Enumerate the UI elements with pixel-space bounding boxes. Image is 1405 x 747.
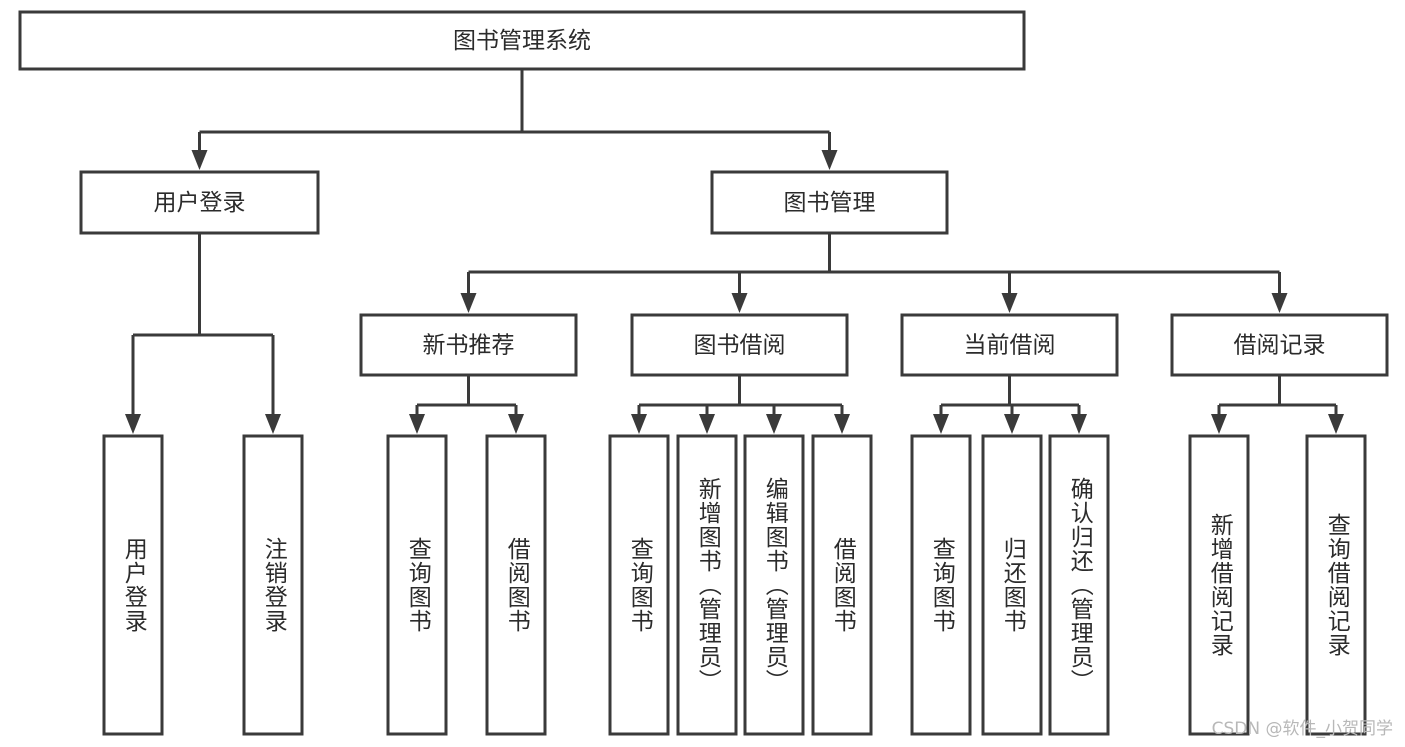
node-level2-0[interactable] — [79, 170, 320, 235]
edge-图书管理-3-arrowhead — [1271, 293, 1288, 313]
node-leaf-3[interactable] — [485, 434, 547, 736]
edge-图书借阅-2-arrowhead — [766, 414, 782, 434]
edge-用户登录-0-arrowhead — [125, 414, 141, 434]
edge-图书借阅-3-arrowhead — [834, 414, 850, 434]
edge-图书管理-1-arrowhead — [731, 293, 748, 313]
node-level3-2[interactable] — [900, 313, 1119, 377]
node-leaf-10[interactable] — [1048, 434, 1110, 736]
node-leaf-8[interactable] — [910, 434, 972, 736]
node-leaf-12[interactable] — [1305, 434, 1367, 736]
edge-图书借阅-1-arrowhead — [699, 414, 715, 434]
node-level3-1-label: 图书借阅 — [694, 333, 786, 359]
node-leaf-7[interactable] — [811, 434, 873, 736]
node-root[interactable] — [18, 10, 1026, 71]
node-root-label: 图书管理系统 — [453, 28, 591, 54]
node-level3-0[interactable] — [359, 313, 578, 377]
edge-图书管理-2-arrowhead — [1001, 293, 1018, 313]
edge-新书推荐-1-arrowhead — [508, 414, 524, 434]
node-level3-1[interactable] — [630, 313, 849, 377]
edge-图书借阅-0-arrowhead — [631, 414, 647, 434]
connector-layer — [125, 69, 1344, 434]
node-leaf-1[interactable] — [242, 434, 304, 736]
node-level2-0-label: 用户登录 — [154, 190, 246, 216]
edge-图书管理系统-1-arrowhead — [821, 150, 838, 170]
edge-借阅记录-1-arrowhead — [1328, 414, 1344, 434]
node-leaf-4[interactable] — [608, 434, 670, 736]
node-level2-1[interactable] — [710, 170, 949, 235]
node-leaf-0[interactable] — [102, 434, 164, 736]
node-level3-3[interactable] — [1170, 313, 1389, 377]
edge-当前借阅-0-arrowhead — [933, 414, 949, 434]
node-leaf-9[interactable] — [981, 434, 1043, 736]
node-leaf-6[interactable] — [743, 434, 805, 736]
node-leaf-5[interactable] — [676, 434, 738, 736]
edge-新书推荐-0-arrowhead — [409, 414, 425, 434]
node-leaf-2[interactable] — [386, 434, 448, 736]
node-level2-1-label: 图书管理 — [784, 190, 876, 216]
edge-图书管理-0-arrowhead — [460, 293, 477, 313]
edge-借阅记录-0-arrowhead — [1211, 414, 1227, 434]
edge-当前借阅-1-arrowhead — [1004, 414, 1020, 434]
node-level3-0-label: 新书推荐 — [423, 333, 515, 359]
node-level3-2-label: 当前借阅 — [964, 333, 1056, 359]
watermark: CSDN @软件_小贺同学 — [1211, 719, 1393, 739]
node-box-layer — [18, 10, 1389, 736]
edge-图书管理系统-0-arrowhead — [191, 150, 208, 170]
node-leaf-11[interactable] — [1188, 434, 1250, 736]
edge-用户登录-1-arrowhead — [265, 414, 281, 434]
edge-当前借阅-2-arrowhead — [1071, 414, 1087, 434]
node-level3-3-label: 借阅记录 — [1234, 333, 1326, 359]
